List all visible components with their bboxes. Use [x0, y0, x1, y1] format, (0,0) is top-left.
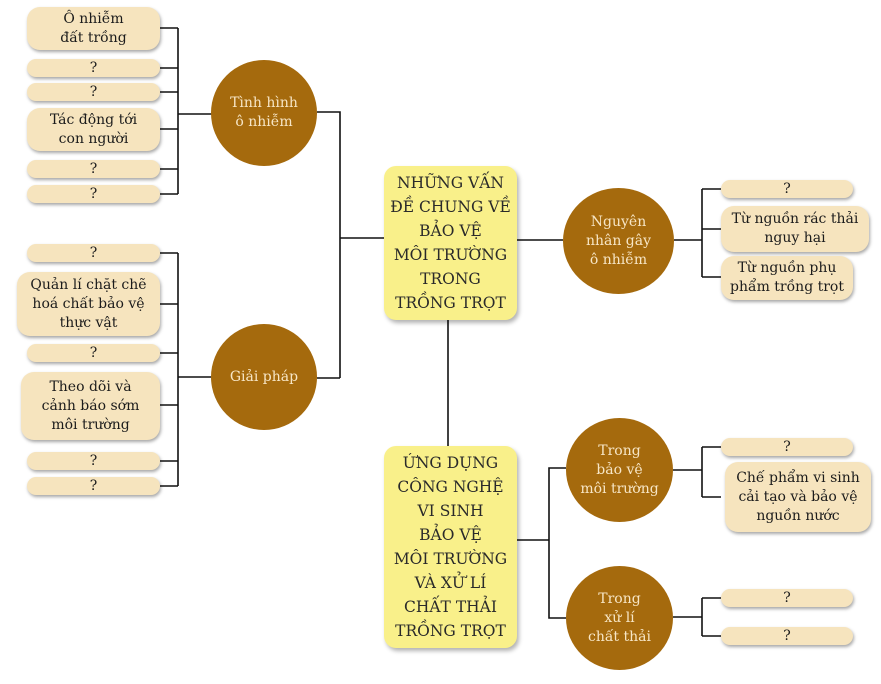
- leaf-placeholder: ?: [27, 244, 160, 262]
- leaf-placeholder: ?: [721, 627, 853, 645]
- center-topic-top: NHỮNG VẤN ĐỀ CHUNG VỀ BẢO VỆ MÔI TRƯỜNG …: [384, 166, 517, 320]
- node-trong-xu-li-chat-thai: Trong xử lí chất thải: [566, 566, 673, 670]
- leaf-placeholder: ?: [27, 452, 160, 470]
- node-tinh-hinh-o-nhiem: Tình hình ô nhiễm: [211, 60, 317, 166]
- leaf-placeholder: ?: [721, 180, 853, 198]
- node-trong-bao-ve-moi-truong: Trong bảo vệ môi trường: [566, 418, 673, 522]
- leaf-placeholder: ?: [27, 344, 160, 362]
- leaf-placeholder: ?: [27, 160, 160, 178]
- connector-nguyen-nhan-leaves: [674, 188, 721, 278]
- leaf-tac-dong-toi-con-nguoi: Tác động tới con người: [27, 108, 160, 151]
- node-nguyen-nhan-gay-o-nhiem: Nguyên nhân gây ô nhiễm: [563, 188, 674, 294]
- leaf-phu-pham-trong-trot: Từ nguồn phụ phẩm trồng trọt: [721, 256, 853, 300]
- connector-xu-li-leaves: [673, 597, 721, 637]
- leaf-placeholder: ?: [27, 59, 160, 77]
- leaf-rac-thai-nguy-hai: Từ nguồn rác thải nguy hại: [721, 206, 869, 252]
- leaf-placeholder: ?: [27, 185, 160, 203]
- connector-bao-ve-leaves: [673, 446, 721, 498]
- connector-bottom-to-circles: [517, 467, 566, 619]
- leaf-placeholder: ?: [27, 477, 160, 495]
- leaf-che-pham-vi-sinh: Chế phẩm vi sinh cải tạo và bảo vệ nguồn…: [725, 462, 871, 532]
- leaf-theo-doi-canh-bao: Theo dõi và cảnh báo sớm môi trường: [21, 372, 160, 440]
- leaf-placeholder: ?: [721, 438, 853, 456]
- center-topic-bottom: ỨNG DỤNG CÔNG NGHỆ VI SINH BẢO VỆ MÔI TR…: [384, 446, 517, 648]
- leaf-placeholder: ?: [27, 83, 160, 101]
- leaf-quan-li-hoa-chat: Quản lí chặt chẽ hoá chất bảo vệ thực vậ…: [17, 272, 160, 336]
- connector-left-to-center: [317, 111, 384, 379]
- connector-tinh-hinh-leaves: [160, 27, 214, 195]
- leaf-o-nhiem-dat-trong: Ô nhiễm đất trồng: [27, 7, 160, 50]
- connector-giai-phap-leaves: [160, 252, 214, 487]
- node-giai-phap: Giải pháp: [211, 324, 317, 430]
- leaf-placeholder: ?: [721, 589, 853, 607]
